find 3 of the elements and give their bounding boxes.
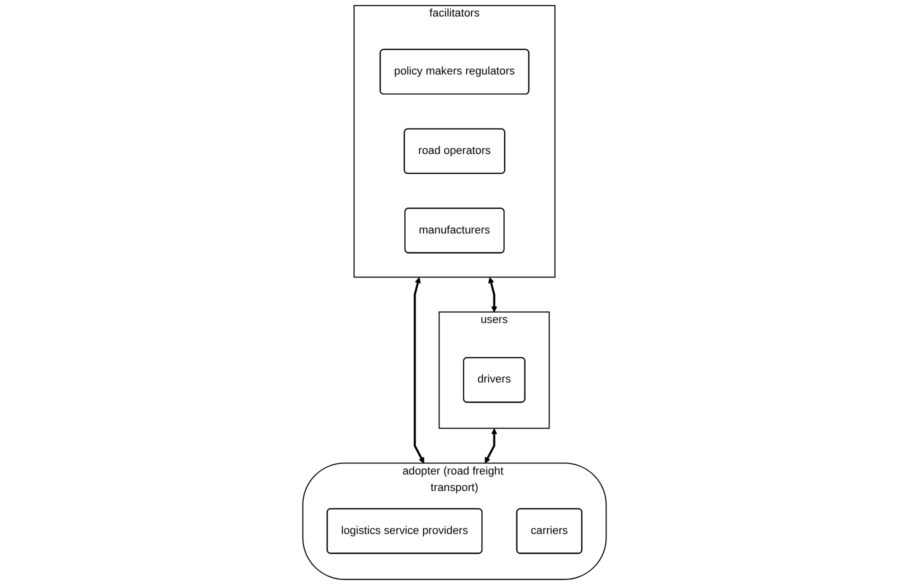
arrow xyxy=(484,428,498,464)
arrow xyxy=(488,277,498,312)
arrow xyxy=(414,277,424,464)
